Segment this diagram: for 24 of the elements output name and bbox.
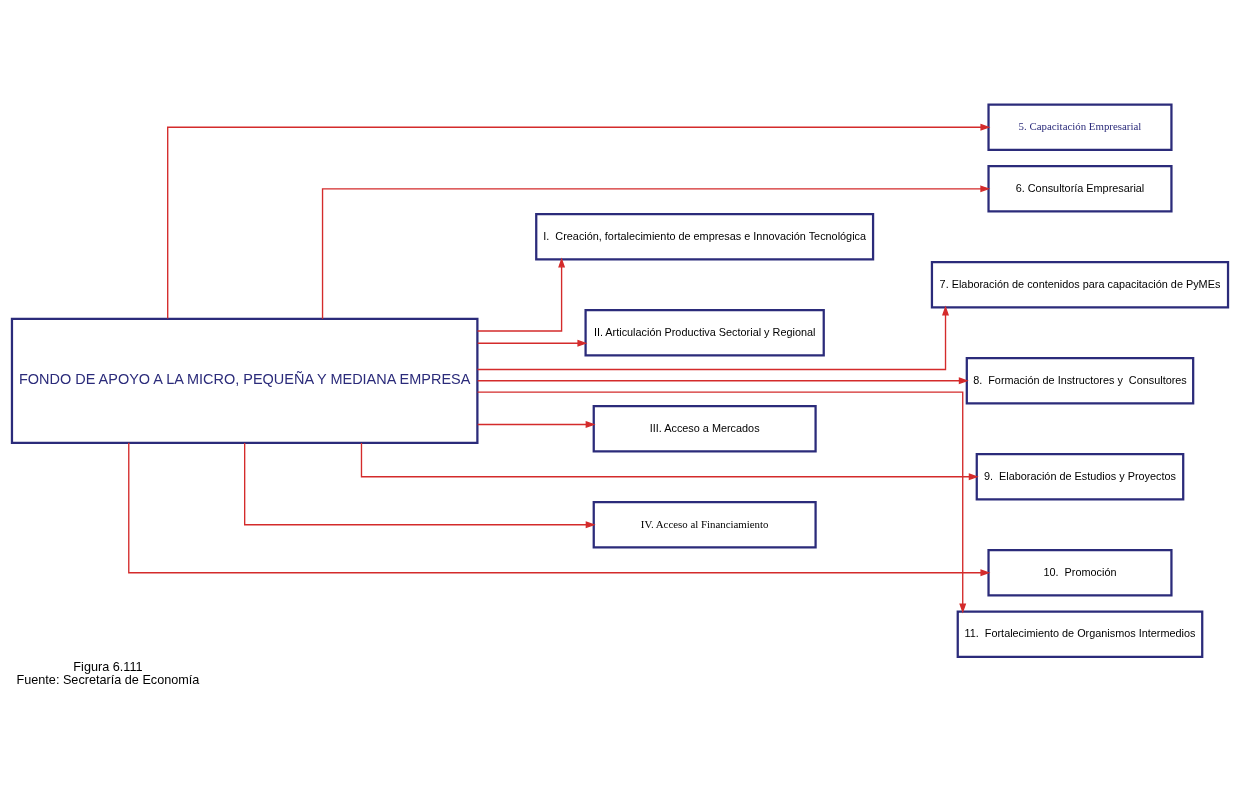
arrow bbox=[167, 123, 991, 319]
arrow bbox=[321, 184, 991, 319]
node-box: III. Acceso a Mercados bbox=[592, 404, 817, 453]
node-box: IV. Acceso al Financiamiento bbox=[592, 500, 817, 549]
arrow bbox=[244, 441, 596, 528]
arrow bbox=[477, 339, 588, 347]
arrow bbox=[477, 420, 596, 428]
arrow bbox=[128, 441, 991, 576]
arrow bbox=[476, 304, 949, 370]
arrow bbox=[476, 257, 566, 332]
node-box: 8. Formación de Instructores y Consultores bbox=[965, 356, 1195, 405]
node-box: 7. Elaboración de contenidos para capacitación de PyMEs bbox=[930, 260, 1230, 309]
node-box: I. Creación, fortalecimiento de empresas e Innovación Tecnológica bbox=[535, 212, 875, 261]
diagram-title: Figura 6.111 bbox=[73, 659, 143, 674]
node-box: II. Articulación Productiva Sectorial y Regional bbox=[584, 308, 825, 357]
node-box: 10. Promoción bbox=[987, 548, 1173, 597]
arrow bbox=[476, 376, 969, 384]
node-box: 5. Capacitación Empresarial bbox=[987, 103, 1173, 151]
arrow bbox=[476, 390, 967, 614]
node-box: 9. Elaboración de Estudios y Proyectos bbox=[975, 452, 1185, 501]
node-box: 6. Consultoría Empresarial bbox=[987, 164, 1173, 213]
node-box: FONDO DE APOYO A LA MICRO, PEQUEÑA Y MEDIANA EMPRESA bbox=[10, 317, 479, 444]
arrow bbox=[360, 441, 979, 480]
node-box: 11. Fortalecimiento de Organismos Intermedios bbox=[956, 610, 1204, 658]
